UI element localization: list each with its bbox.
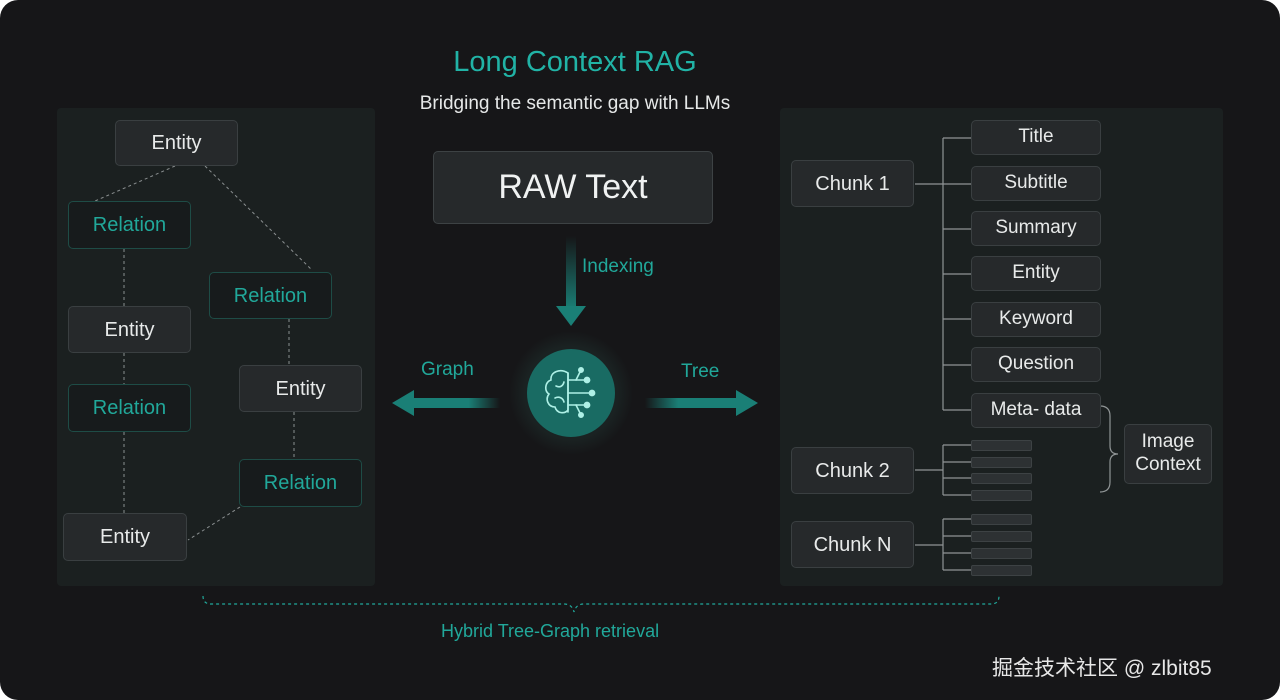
raw-text-box: RAW Text: [433, 151, 713, 224]
indexing-arrow: [556, 236, 586, 326]
chunk-n-slot: [971, 514, 1032, 525]
chunk-n-slot: [971, 548, 1032, 559]
leaf-keyword: Keyword: [971, 302, 1101, 337]
tree-arrow: [645, 390, 758, 416]
entity-node: Entity: [63, 513, 187, 561]
chunk-2-slot: [971, 473, 1032, 484]
chunk-2-slot: [971, 440, 1032, 451]
chunk-2-slot: [971, 457, 1032, 468]
tree-label: Tree: [681, 361, 720, 382]
leaf-title: Title: [971, 120, 1101, 155]
chunk-2-slot: [971, 490, 1032, 501]
leaf-question: Question: [971, 347, 1101, 382]
entity-node: Entity: [115, 120, 238, 166]
hybrid-retrieval-label: Hybrid Tree-Graph retrieval: [441, 621, 660, 641]
relation-node: Relation: [209, 272, 332, 319]
graph-arrow: [392, 390, 500, 416]
footer-brace: [202, 595, 1000, 613]
leaf-subtitle: Subtitle: [971, 166, 1101, 201]
graph-links: [94, 165, 313, 541]
chunk-2-node: Chunk 2: [791, 447, 914, 494]
image-context-node: Image Context: [1124, 424, 1212, 484]
brain-circuit-icon: [545, 366, 596, 418]
chunk-1-node: Chunk 1: [791, 160, 914, 207]
diagram-subtitle: Bridging the semantic gap with LLMs: [419, 93, 731, 114]
watermark: 掘金技术社区 @ zlbit85: [992, 657, 1212, 680]
leaf-entity: Entity: [971, 256, 1101, 291]
relation-node: Relation: [68, 201, 191, 249]
entity-node: Entity: [239, 365, 362, 412]
entity-node: Entity: [68, 306, 191, 353]
chunk-n-slot: [971, 565, 1032, 576]
graph-label: Graph: [421, 359, 474, 380]
chunk-n-slot: [971, 531, 1032, 542]
leaf-summary: Summary: [971, 211, 1101, 246]
relation-node: Relation: [239, 459, 362, 507]
tree-links: [915, 137, 1119, 571]
indexing-label: Indexing: [582, 256, 654, 277]
diagram-title: Long Context RAG: [453, 46, 697, 78]
chunk-n-node: Chunk N: [791, 521, 914, 568]
relation-node: Relation: [68, 384, 191, 432]
leaf-metadata: Meta- data: [971, 393, 1101, 428]
